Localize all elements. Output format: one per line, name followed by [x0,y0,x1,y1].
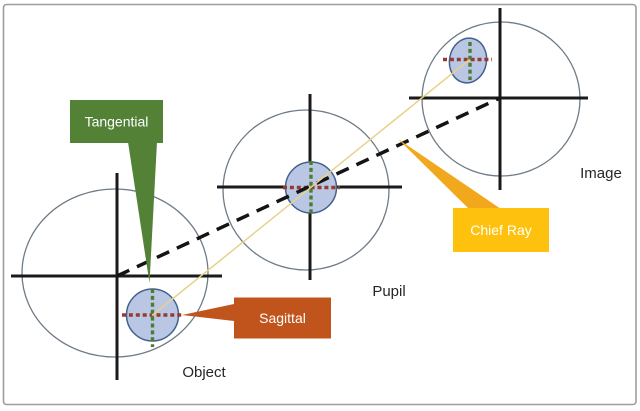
sagittal-callout-pointer [182,304,234,321]
chief-ray-callout-pointer [398,139,501,209]
chief-ray-callout: Chief Ray [398,139,549,252]
pupil-plane-label: Pupil [372,283,405,300]
sagittal-callout-label: Sagittal [259,310,306,326]
sagittal-callout-box [234,297,331,339]
chief-ray-callout-box [453,208,549,252]
sagittal-callout: Sagittal [182,297,331,339]
chief-ray-callout-label: Chief Ray [470,222,531,238]
tangential-callout-pointer [128,142,157,283]
tangential-callout-label: Tangential [85,114,149,130]
image-plane-label: Image [580,165,622,182]
tangential-callout: Tangential [70,100,163,283]
oblique-ray-line [151,59,470,316]
object-field-circle [21,188,209,358]
tangential-callout-box [70,100,163,143]
pupil-field-circle [222,109,390,271]
object-plane-label: Object [182,364,226,381]
chief-ray-dashed-line [116,96,501,278]
